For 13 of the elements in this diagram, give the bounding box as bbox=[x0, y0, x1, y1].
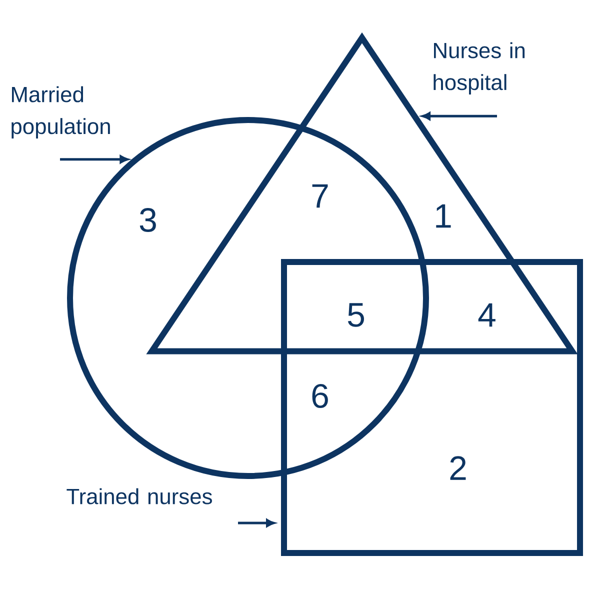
arrow bbox=[238, 519, 275, 527]
node-label: Married population bbox=[12, 86, 110, 138]
region-number: 1 bbox=[436, 204, 451, 228]
arrow bbox=[422, 112, 497, 120]
region-number: 4 bbox=[478, 303, 496, 327]
node-label: Nurses in hospital bbox=[434, 42, 525, 94]
region-number: 7 bbox=[312, 184, 328, 208]
region-number: 5 bbox=[348, 303, 364, 327]
square bbox=[281, 259, 584, 556]
region-number: 2 bbox=[450, 456, 466, 480]
region-number: 6 bbox=[312, 384, 328, 408]
region-number: 3 bbox=[140, 208, 156, 232]
node-label: Trained nurses bbox=[66, 488, 212, 504]
